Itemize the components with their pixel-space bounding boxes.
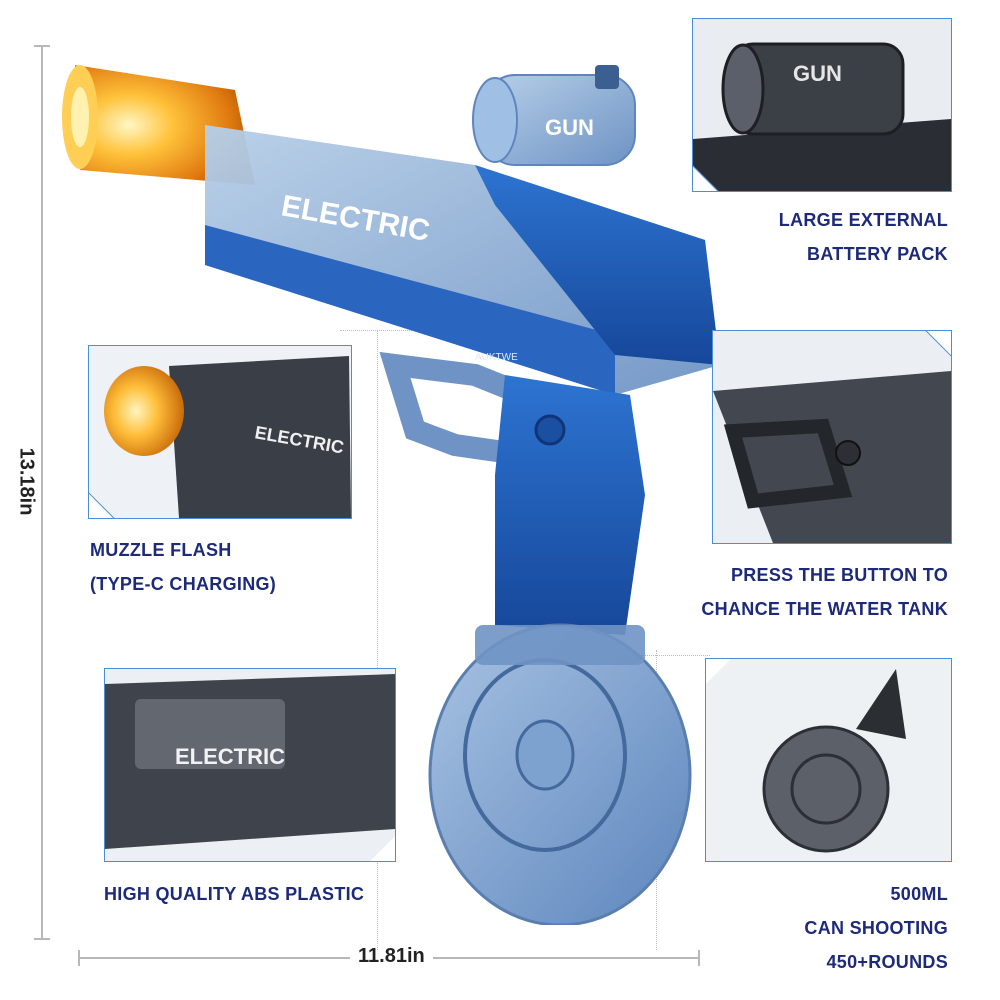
scope: GUN xyxy=(472,65,636,166)
width-dimension-cap-right xyxy=(698,950,700,966)
plastic-label: HIGH QUALITY ABS PLASTIC xyxy=(104,884,365,904)
tank-label-line2: CAN SHOOTING xyxy=(804,918,948,938)
height-dimension-cap-bottom xyxy=(34,938,50,940)
muzzle-flash-photo: ELECTRIC xyxy=(88,345,352,519)
brand-text: AUKTWE xyxy=(475,352,518,363)
width-dimension-label: 11.81in xyxy=(350,945,433,968)
height-dimension-cap-top xyxy=(34,45,50,47)
tank-label-line3: 450+ROUNDS xyxy=(826,952,948,972)
water-gun-product-image: ELECTRIC GUN AUKTWE xyxy=(62,65,720,925)
gun-grip: AUKTWE xyxy=(475,352,645,635)
abs-plastic-photo: ELECTRIC xyxy=(104,668,396,862)
height-dimension-line xyxy=(41,45,43,940)
muzzle-label-line1: MUZZLE FLASH xyxy=(90,540,232,560)
scope-text: GUN xyxy=(545,115,594,140)
button-label-line2: CHANCE THE WATER TANK xyxy=(701,599,948,619)
guide-line xyxy=(377,330,378,950)
button-label-line1: PRESS THE BUTTON TO xyxy=(730,565,948,585)
water-tank-photo xyxy=(705,658,952,862)
height-dimension-label: 13.18in xyxy=(14,441,38,522)
gun-slide: ELECTRIC xyxy=(205,125,720,395)
battery-scope-text: GUN xyxy=(793,61,842,86)
tank-label-line1: 500ML xyxy=(890,884,948,904)
battery-label-line2: BATTERY PACK xyxy=(807,244,948,264)
battery-label-line1: LARGE EXTERNAL xyxy=(778,210,948,230)
battery-pack-photo: GUN xyxy=(692,18,952,192)
width-dimension-cap-left xyxy=(78,950,80,966)
water-tank-drum xyxy=(428,623,692,925)
muzzle-label-line2: (TYPE-C CHARGING) xyxy=(90,574,277,594)
tank-release-button-photo xyxy=(712,330,952,544)
guide-line xyxy=(600,655,710,656)
abs-slide-text: ELECTRIC xyxy=(175,744,285,769)
